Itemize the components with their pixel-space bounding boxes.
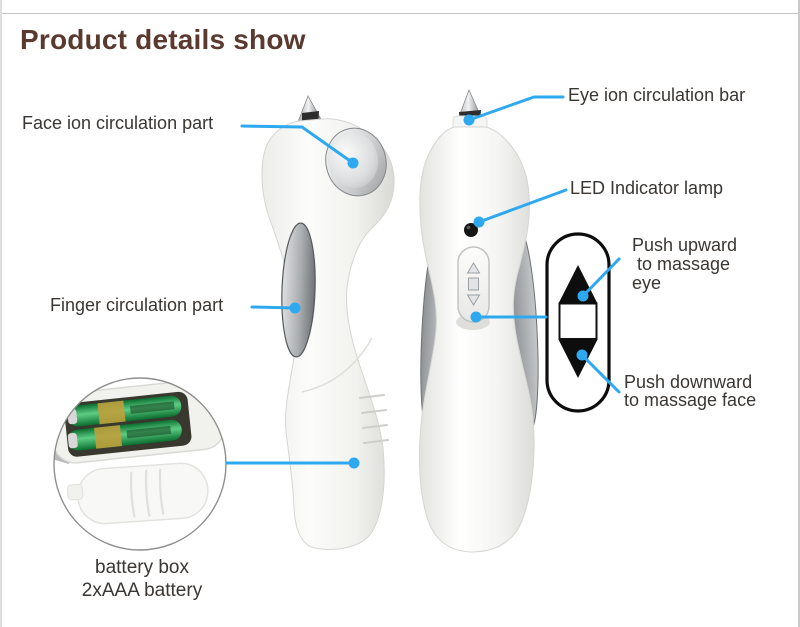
label-battery-box: battery box 2xAAA battery	[81, 557, 203, 601]
massager-side-view	[261, 95, 395, 550]
callout-dot-finger	[289, 302, 301, 314]
page-title: Product details show	[20, 24, 306, 55]
label-eye-ion-circulation-bar: Eye ion circulation bar	[568, 85, 746, 105]
callout-line-finger	[250, 305, 297, 310]
callout-dot-led	[473, 216, 485, 228]
massager-front-view	[419, 88, 539, 553]
callout-line-push-down	[580, 353, 621, 394]
aaa-battery	[67, 419, 182, 451]
diagram-middle-box	[558, 302, 598, 340]
callout-dot-face-ion	[347, 157, 359, 169]
label-push-downward-massage-face: Push downward to massage face	[624, 372, 757, 410]
callout-line-face-ion	[240, 124, 355, 165]
callout-dot-push-down	[576, 349, 588, 361]
top-divider	[2, 13, 798, 14]
aaa-battery	[67, 395, 182, 427]
callout-dot-eye-ion	[463, 114, 475, 126]
device-body	[419, 126, 535, 553]
callout-dots	[289, 114, 589, 469]
body-seam	[301, 337, 373, 393]
led-highlight	[466, 225, 471, 230]
callout-dot-slider	[470, 311, 482, 323]
battery-cover-cap-icon	[66, 462, 209, 525]
finger-circulation-panel-icon	[281, 222, 316, 358]
switch-direction-diagram	[545, 232, 611, 413]
callout-line-push-up	[581, 257, 621, 298]
callout-lines	[225, 95, 621, 465]
label-led-indicator-lamp: LED Indicator lamp	[570, 178, 724, 198]
battery-compartment-icon	[54, 378, 226, 464]
callout-line-led	[477, 188, 568, 224]
callout-line-eye-ion	[467, 95, 565, 122]
label-face-ion-circulation-part: Face ion circulation part	[22, 113, 214, 133]
label-finger-circulation-part: Finger circulation part	[50, 295, 224, 315]
slider-button-markings	[466, 262, 481, 306]
battery-box-inset	[53, 377, 227, 551]
grip-ridges	[359, 394, 389, 444]
callout-dot-battery	[348, 457, 360, 469]
callout-dot-push-up	[577, 290, 589, 302]
label-push-upward-massage-eye: Push upward to massage eye	[632, 235, 738, 293]
